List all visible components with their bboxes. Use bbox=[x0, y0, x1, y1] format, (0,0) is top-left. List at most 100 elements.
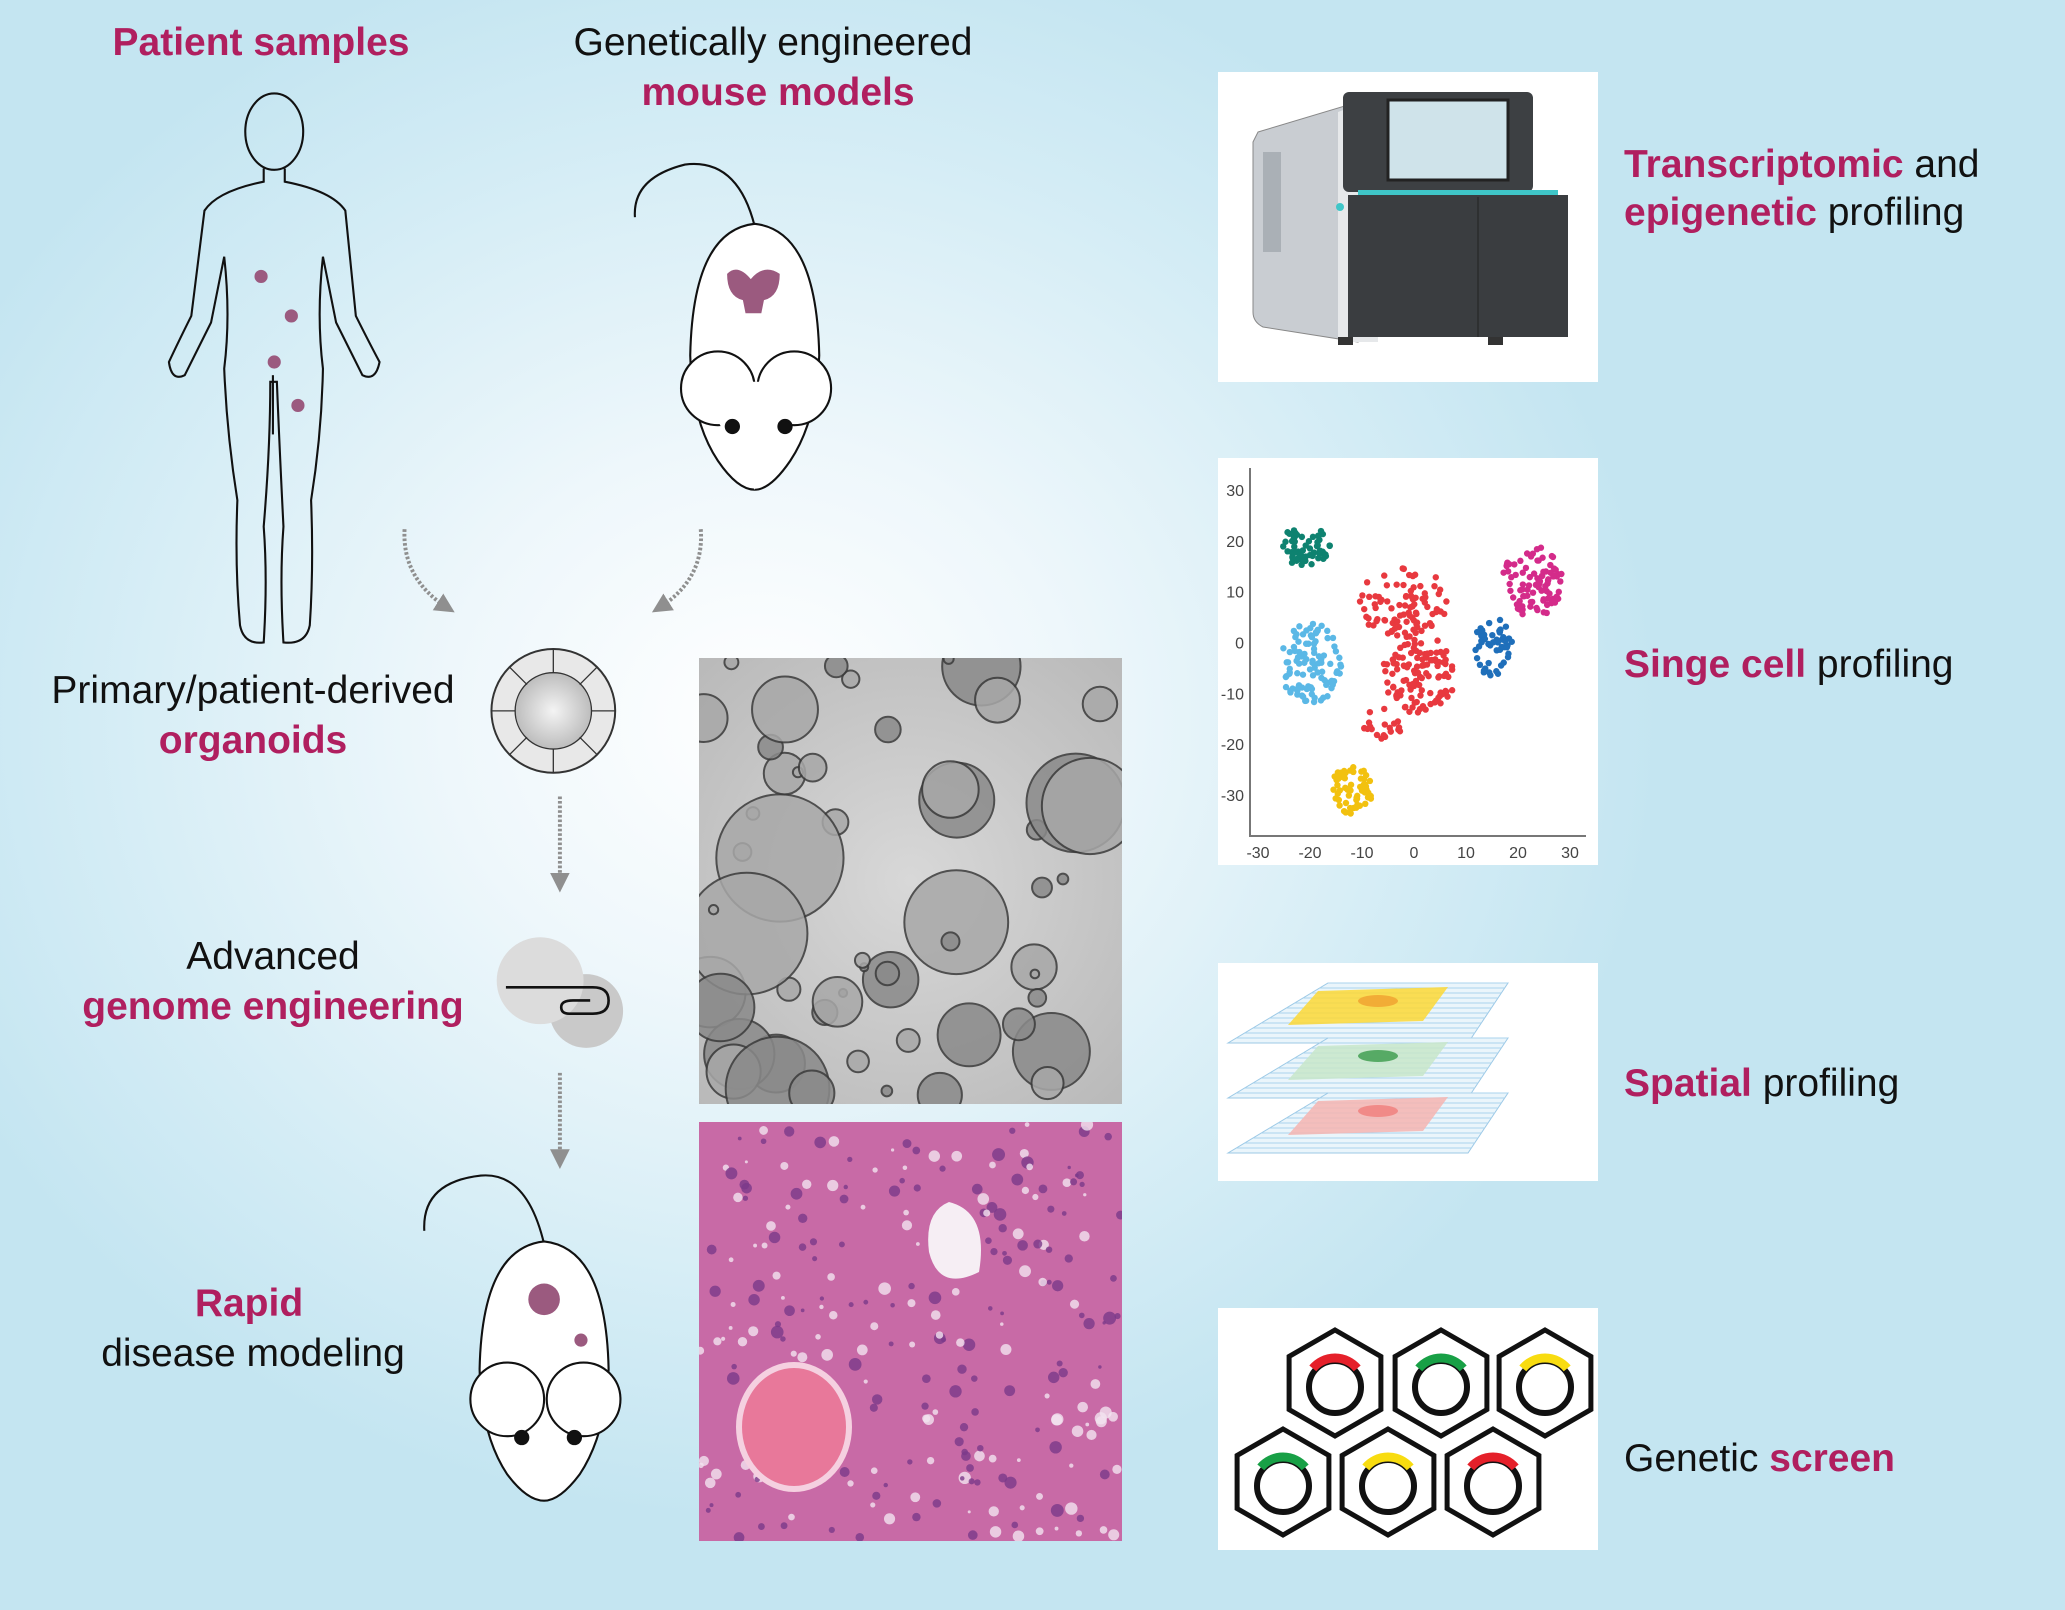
scatter-point-magenta bbox=[1530, 570, 1538, 577]
tissue-cell bbox=[1019, 1265, 1031, 1278]
tissue-cell bbox=[988, 1506, 999, 1517]
tissue-cell bbox=[872, 1491, 881, 1500]
scatter-point-light-blue bbox=[1294, 670, 1301, 677]
organoid-blob bbox=[823, 658, 849, 679]
scatter-point-red-upper bbox=[1433, 608, 1440, 616]
scatter-point-light-blue bbox=[1331, 643, 1338, 650]
spatial-label: Spatial profiling bbox=[1624, 1061, 1899, 1107]
tissue-cell bbox=[1012, 1228, 1024, 1240]
scatter-point-light-blue bbox=[1280, 645, 1287, 652]
scatter-point-light-blue bbox=[1303, 627, 1310, 634]
tissue-cell bbox=[1002, 1250, 1007, 1256]
scatter-point-light-blue bbox=[1337, 663, 1345, 670]
screen-well bbox=[1444, 1426, 1542, 1538]
tissue-cell bbox=[974, 1450, 985, 1462]
tissue-cell bbox=[968, 1478, 975, 1485]
tissue-cell bbox=[790, 1350, 797, 1357]
tissue-cell bbox=[908, 1282, 915, 1290]
tissue-cell bbox=[907, 1299, 916, 1308]
tissue-cell bbox=[998, 1473, 1008, 1483]
x-tick-label: 20 bbox=[1509, 845, 1527, 862]
tissue-cell bbox=[1000, 1343, 1012, 1356]
organoid-blob bbox=[1081, 685, 1119, 723]
organoid-blob bbox=[936, 1002, 1002, 1068]
scatter-point-magenta bbox=[1547, 561, 1554, 569]
scatter-point-magenta bbox=[1534, 606, 1541, 614]
tissue-cell bbox=[870, 1502, 876, 1508]
scatter-point-red-tail bbox=[1394, 718, 1402, 725]
tissue-cell bbox=[870, 1467, 878, 1475]
scatter-point-magenta bbox=[1538, 587, 1545, 594]
scatter-point-dark-blue bbox=[1489, 639, 1497, 646]
scatter-point-red-upper bbox=[1396, 612, 1404, 619]
tissue-cell bbox=[1004, 1385, 1016, 1397]
scatter-point-red-upper bbox=[1406, 612, 1414, 619]
scatter-point-dark-blue bbox=[1508, 638, 1515, 645]
scatter-point-dark-blue bbox=[1485, 619, 1493, 627]
scatter-point-light-blue bbox=[1318, 659, 1325, 666]
scatter-point-light-blue bbox=[1296, 648, 1303, 656]
scatter-point-teal bbox=[1284, 529, 1291, 536]
tissue-cell bbox=[1032, 1193, 1039, 1201]
hexagon-well bbox=[1234, 1426, 1332, 1538]
tissue-cell bbox=[1061, 1211, 1067, 1216]
screen-well bbox=[1339, 1426, 1437, 1538]
scatter-point-light-blue bbox=[1306, 666, 1314, 673]
tissue-cell bbox=[1035, 1527, 1044, 1536]
tissue-cell bbox=[855, 1533, 865, 1541]
scatter-point-red-upper bbox=[1403, 633, 1410, 641]
scatter-point-dark-blue bbox=[1485, 659, 1492, 667]
tissue-cell bbox=[1058, 1368, 1068, 1378]
scatter-point-yellow bbox=[1360, 767, 1367, 775]
scatter-point-red-upper bbox=[1402, 593, 1410, 600]
tissue-cell bbox=[1011, 1521, 1019, 1529]
tissue-cell bbox=[1064, 1254, 1073, 1263]
scatter-point-red-lower bbox=[1443, 647, 1450, 655]
tissue-cell bbox=[739, 1179, 750, 1190]
tissue-cell bbox=[959, 1422, 969, 1432]
tissue-cell bbox=[1016, 1458, 1021, 1463]
tissue-cell bbox=[1114, 1313, 1121, 1320]
scatter-point-light-blue bbox=[1317, 697, 1325, 704]
scatter-point-red-tail bbox=[1381, 721, 1388, 728]
tissue-cell bbox=[766, 1221, 776, 1231]
scatter-point-dark-blue bbox=[1487, 672, 1494, 679]
scatter-point-light-blue bbox=[1286, 648, 1294, 656]
tissue-cell bbox=[800, 1308, 805, 1313]
tissue-cell bbox=[907, 1459, 913, 1465]
scatter-point-light-blue bbox=[1336, 654, 1343, 661]
organoid-blob bbox=[811, 976, 864, 1028]
tissue-cell bbox=[1075, 1171, 1084, 1180]
scatter-point-teal bbox=[1320, 555, 1327, 562]
organoids-label-line2: organoids bbox=[158, 719, 348, 762]
scatter-point-light-blue bbox=[1309, 672, 1317, 679]
scatter-point-light-blue bbox=[1299, 671, 1307, 678]
tissue-cell bbox=[1104, 1132, 1112, 1141]
tissue-cell bbox=[863, 1379, 868, 1384]
tissue-cell bbox=[883, 1513, 896, 1525]
y-tick-label: -10 bbox=[1221, 686, 1244, 703]
tissue-cell bbox=[705, 1507, 711, 1513]
scatter-point-dark-blue bbox=[1479, 627, 1486, 634]
scatter-point-magenta bbox=[1519, 581, 1527, 588]
scatter-point-red-lower bbox=[1384, 679, 1391, 686]
tissue-cell bbox=[768, 1231, 781, 1244]
tissue-cell bbox=[731, 1363, 737, 1370]
organoid-blob bbox=[699, 972, 756, 1043]
scatter-point-yellow bbox=[1347, 787, 1354, 794]
tissue-cell bbox=[1051, 1414, 1063, 1426]
genome-engineering-icon bbox=[496, 937, 624, 1048]
tissue-cell bbox=[819, 1296, 825, 1301]
scatter-point-yellow bbox=[1330, 786, 1337, 793]
tissue-cell bbox=[1019, 1505, 1025, 1511]
x-tick-label: -20 bbox=[1298, 845, 1321, 862]
scatter-point-teal bbox=[1296, 551, 1304, 559]
tissue-cell bbox=[839, 1467, 850, 1478]
genome-label-line2: genome engineering bbox=[82, 985, 464, 1028]
scatter-point-red-lower bbox=[1448, 687, 1456, 694]
scatter-point-red-lower bbox=[1444, 693, 1451, 700]
scatter-point-magenta bbox=[1512, 571, 1519, 579]
scatter-point-red-upper bbox=[1394, 618, 1401, 625]
scatter-point-magenta bbox=[1504, 559, 1511, 566]
